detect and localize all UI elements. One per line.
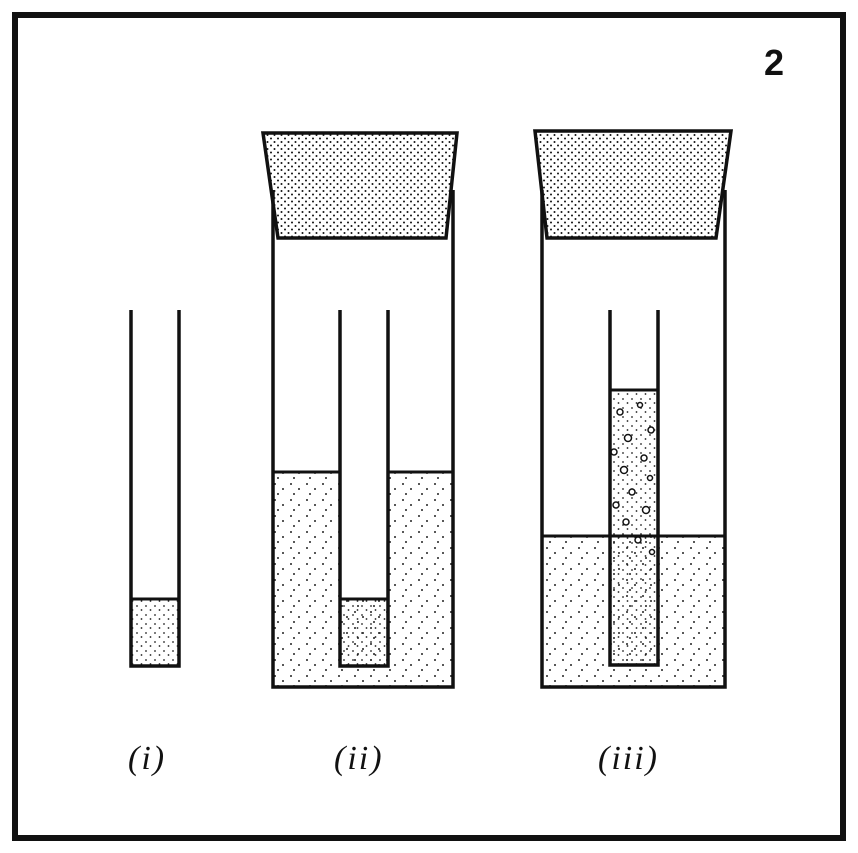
tube-iii-outline: [608, 310, 660, 667]
stopper-ii: [260, 131, 459, 240]
jar-ii-outline: [271, 190, 455, 689]
stopper-iii: [533, 129, 734, 240]
tube-i: [129, 310, 181, 668]
bubbles: [610, 401, 656, 556]
caption-i: (i): [128, 740, 167, 777]
figure-number: 2: [764, 42, 785, 83]
caption-ii: (ii): [334, 740, 384, 777]
tube-i-outline: [129, 310, 181, 668]
tube-ii-interior: [340, 310, 388, 472]
jar-iii-outline: [540, 190, 727, 689]
tube-ii-liquid: [340, 599, 388, 666]
caption-iii: (iii): [598, 740, 659, 777]
tube-iii-liquid: [610, 390, 658, 665]
tube-ii-outline: [338, 310, 390, 668]
jar-iii: [533, 129, 734, 689]
tube-i-liquid: [131, 599, 179, 666]
jar-ii: [260, 131, 459, 689]
